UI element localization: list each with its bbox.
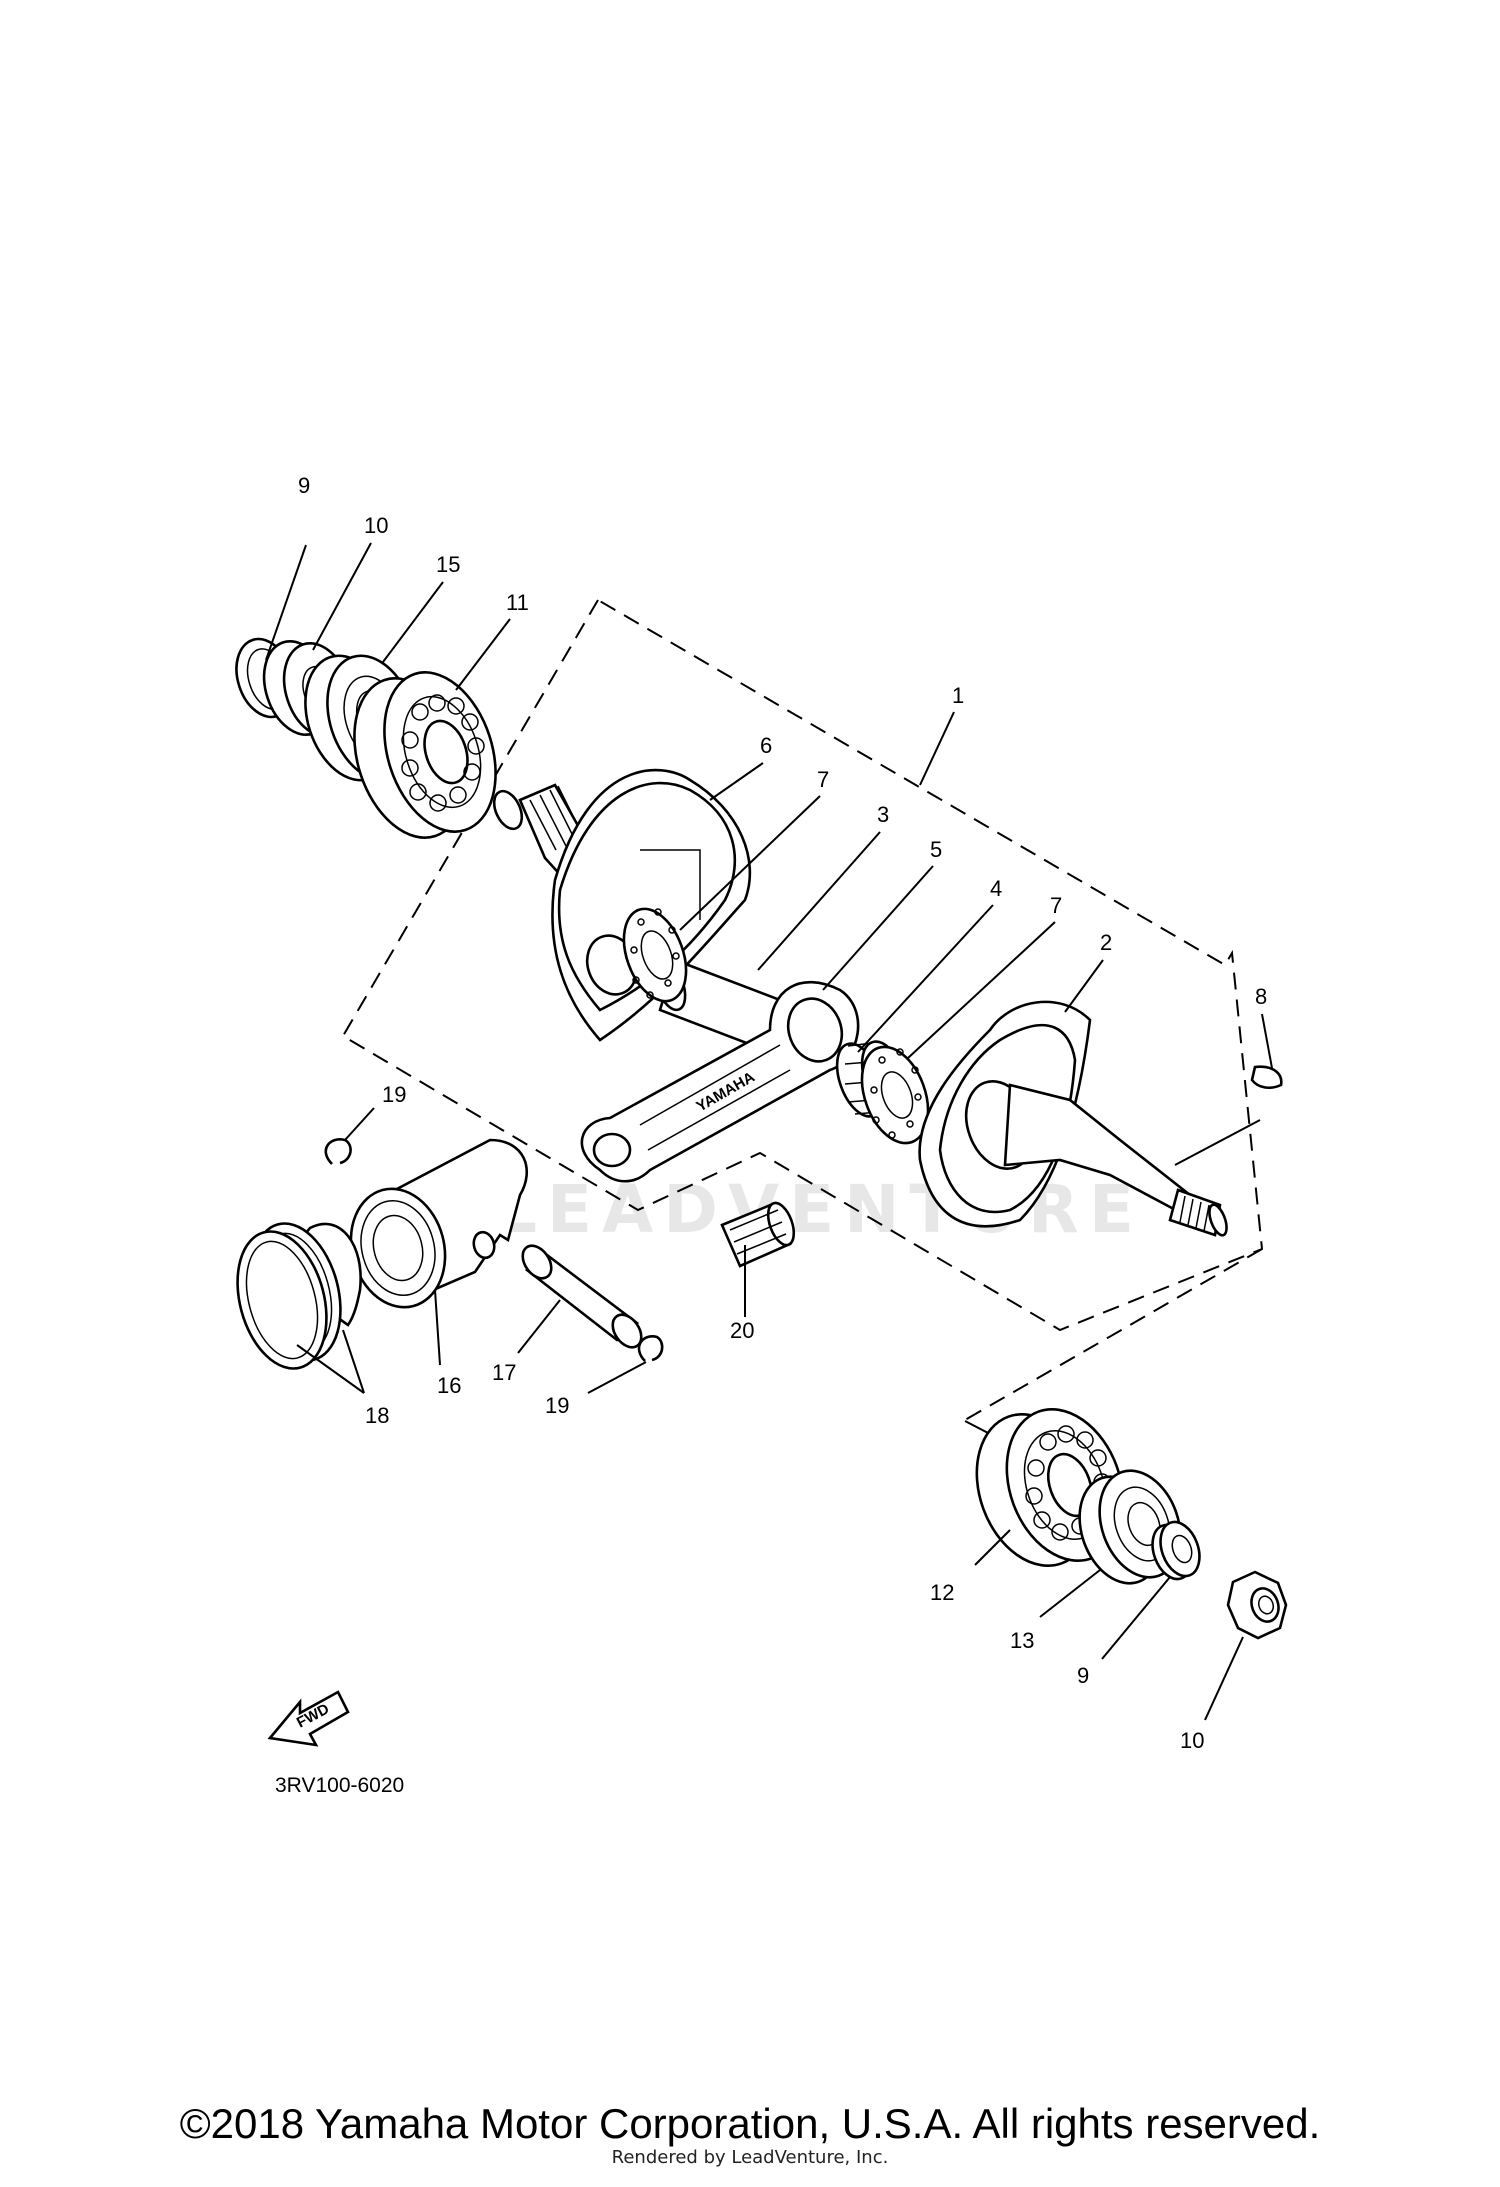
callout-16: 16 (437, 1373, 461, 1398)
callout-5: 5 (930, 837, 942, 862)
callout-1: 1 (952, 683, 964, 708)
piston-pin-part-17 (521, 1244, 643, 1349)
nut-part-10 (1226, 1570, 1288, 1640)
callout-19-lower: 19 (545, 1393, 569, 1418)
callout-9: 9 (1077, 1663, 1089, 1688)
rendered-by-notice: Rendered by LeadVenture, Inc. (611, 2147, 889, 2168)
thrust-washer-part-7-left (622, 907, 688, 1003)
callout-15: 15 (436, 552, 460, 577)
crank-left-part-6 (492, 768, 752, 1042)
callout-2: 2 (1100, 930, 1112, 955)
callout-10: 10 (1180, 1728, 1204, 1753)
piston-part-16 (349, 1138, 529, 1309)
callout-13-upper: 11 (506, 590, 529, 615)
thrust-washer-part-7-right (860, 1045, 930, 1145)
callout-3: 3 (877, 802, 889, 827)
crank-right-part-2 (918, 1000, 1228, 1237)
callout-17: 17 (492, 1360, 516, 1385)
callout-13-lower: 12 (930, 1580, 954, 1605)
washer-part-9 (1151, 1520, 1201, 1581)
forward-direction-arrow: FWD (267, 1690, 350, 1747)
diagram-part-code: 3RV100-6020 (275, 1774, 404, 1797)
callout-7-left: 7 (817, 767, 829, 792)
callout-20: 20 (730, 1318, 754, 1343)
small-end-bearing-part-20 (720, 1201, 796, 1268)
copyright-notice: ©2018 Yamaha Motor Corporation, U.S.A. A… (179, 2100, 1321, 2147)
callout-18: 18 (365, 1403, 389, 1428)
callout-11: 9 (298, 473, 310, 498)
callout-12: 10 (364, 513, 388, 538)
callout-14: 13 (1010, 1628, 1034, 1653)
piston-rings-part-18 (236, 1222, 362, 1370)
piston-pin-clip-part-19-lower (637, 1335, 664, 1362)
callout-6: 6 (760, 733, 772, 758)
callout-7-right: 7 (1050, 893, 1062, 918)
assembly-outline-lower (964, 1248, 1263, 1421)
connecting-rod-part-5: YAMAHA (580, 980, 860, 1183)
callout-19-upper: 19 (382, 1082, 406, 1107)
piston-pin-clip-part-19-upper (324, 1138, 352, 1165)
bearing-part-13-upper (353, 671, 497, 839)
crankshaft-assembly-outline (341, 599, 1264, 1332)
callout-4: 4 (990, 876, 1002, 901)
callout-8: 8 (1255, 984, 1267, 1009)
callout-labels: 9 10 15 11 1 6 7 3 5 4 7 2 8 19 20 17 16… (298, 473, 1267, 1753)
leader-lines (265, 542, 1273, 1721)
woodruff-key-part-8 (1250, 1065, 1283, 1090)
